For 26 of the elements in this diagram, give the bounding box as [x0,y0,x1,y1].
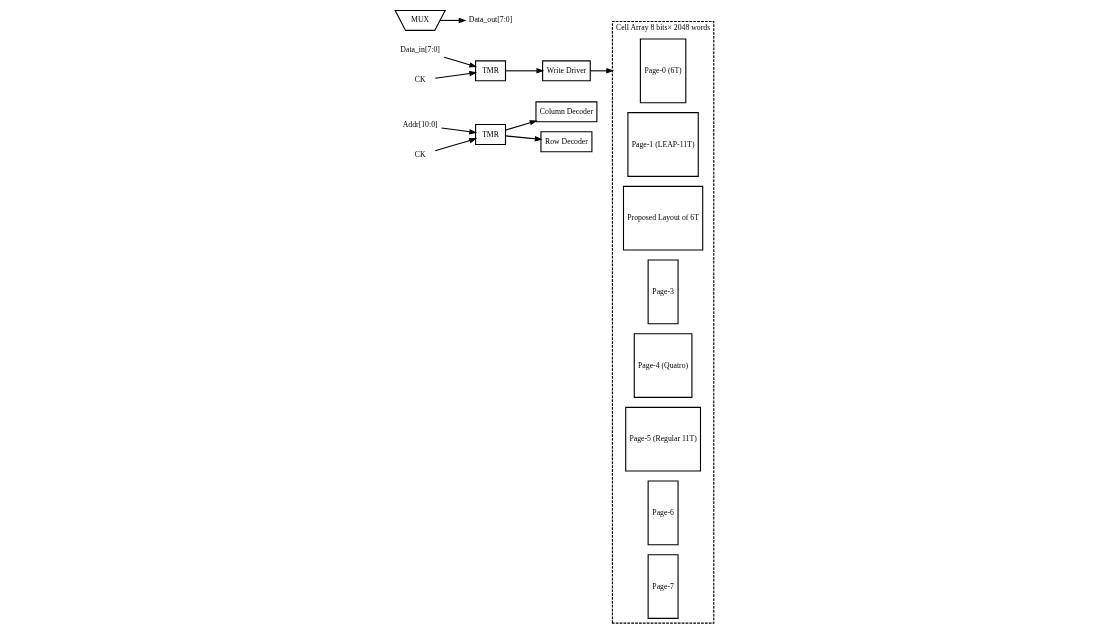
node-box: Write Driver [542,60,591,82]
node-box: Page-7 [647,554,679,619]
node-box: Column Decoder [535,101,598,123]
arrow [434,137,478,152]
node-box: Page-5 (Regular 11T) [625,406,702,472]
arrow [504,135,543,142]
arrow [504,120,538,131]
arrow [504,68,545,74]
node-text: Addr[10:0] [402,120,438,130]
node-box: Page-0 (6T) [639,38,687,104]
arrow [439,17,467,24]
arrow [440,127,478,135]
node-text: Data_in[7:0] [400,45,440,55]
node-text: Data_out[7:0] [468,15,513,25]
node-box: Proposed Layout of 6T [622,185,704,251]
node-text: CK [414,150,426,160]
node-box: Page-1 (LEAP-11T) [627,112,699,177]
node-box: TMR [475,60,507,82]
node-box: Row Decoder [540,131,593,153]
node-text: CK [414,75,426,85]
arrow [434,70,478,79]
node-box: TMR [475,124,507,146]
node-box: Page-4 (Quatro) [633,333,693,398]
node-box: Page-6 [647,480,679,546]
arrow [443,56,478,68]
node-box: Page-3 [647,259,679,325]
